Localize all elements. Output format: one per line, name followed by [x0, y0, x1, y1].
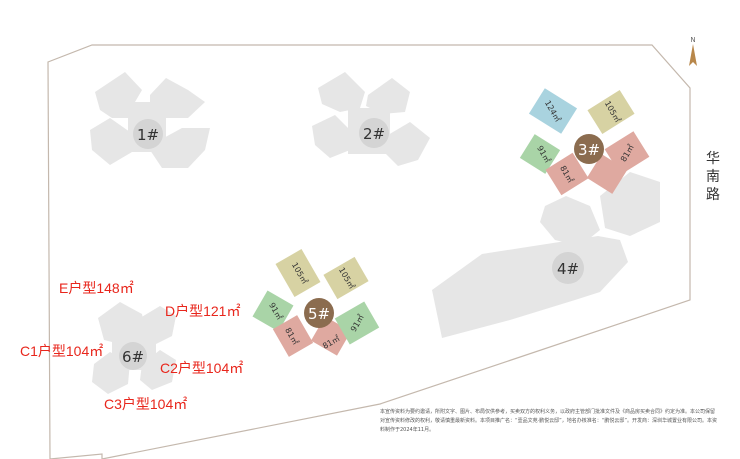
road-char: 南 — [706, 169, 720, 185]
north-label: N — [690, 36, 696, 44]
building-6-badge: 6# — [119, 342, 147, 370]
building-1-label: 1# — [137, 126, 159, 144]
building-5-badge: 5# — [304, 298, 334, 328]
unit-type-c3-label: C3户型104㎡ — [104, 396, 188, 412]
building-4-badge: 4# — [552, 252, 584, 284]
building-5-units — [252, 249, 380, 357]
building-6-label: 6# — [122, 348, 144, 366]
unit-type-c1-label: C1户型104㎡ — [20, 343, 104, 359]
unit-type-c2-label: C2户型104㎡ — [160, 360, 244, 376]
building-2-badge: 2# — [359, 118, 389, 148]
road-char: 华 — [706, 151, 720, 167]
disclaimer-text: 本宣传资料为要约邀请，所附文字、图片、布局仅供参考，买卖双方的权利义务，以政府主… — [380, 409, 717, 433]
building-2-label: 2# — [363, 125, 385, 143]
unit-type-e-label: E户型148㎡ — [59, 280, 134, 296]
building-1-badge: 1# — [133, 119, 163, 149]
building-3-label: 3# — [578, 141, 600, 159]
north-arrow-icon: N — [684, 36, 702, 70]
road-label: 华 南 路 — [705, 150, 721, 204]
road-char: 路 — [706, 187, 720, 203]
building-5-label: 5# — [308, 305, 330, 323]
building-3-badge: 3# — [574, 134, 604, 164]
building-3-units — [519, 88, 650, 196]
building-4-label: 4# — [557, 260, 579, 278]
unit-type-d-label: D户型121㎡ — [165, 303, 241, 319]
